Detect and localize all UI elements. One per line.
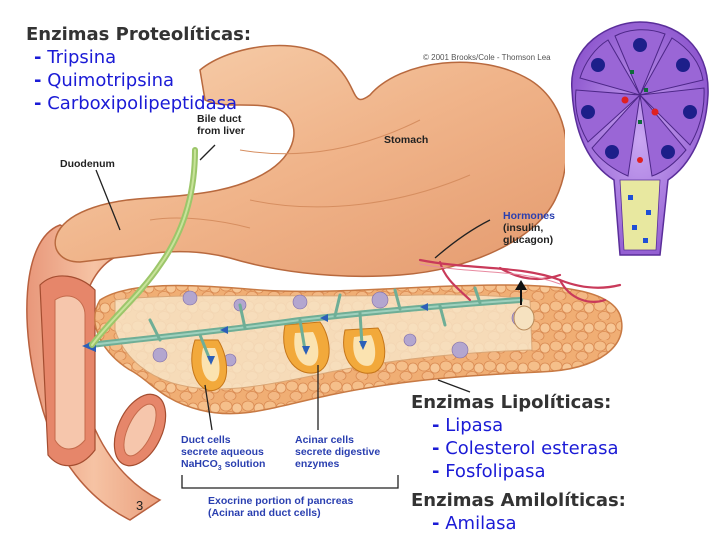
duodenum-label: Duodenum [60,158,115,170]
proteoliticas-item: - Quimotripsina [34,70,175,91]
exocrine-label: Exocrine portion of pancreas [208,495,354,507]
bile-duct-label: from liver [197,125,245,137]
hormones-label: Hormones [503,210,555,222]
lipoliticas-item: - Colesterol esterasa [432,438,619,459]
duct-cells-label: secrete aqueous [181,446,264,458]
leader-lines [95,144,491,489]
copyright-label: © 2001 Brooks/Cole - Thomson Lea [423,53,551,62]
proteoliticas-heading: Enzimas Proteolíticas: [26,24,252,45]
acinar-cells-label: enzymes [295,458,340,470]
acinar-cells-label: Acinar cells [295,434,354,446]
lipoliticas-heading: Enzimas Lipolíticas: [411,392,612,413]
acinar-cells-label: secrete digestive [295,446,381,458]
exocrine-label: (Acinar and duct cells) [208,507,321,519]
amiloliticas-heading: Enzimas Amilolíticas: [411,490,626,511]
stomach-label: Stomach [384,134,429,146]
page-number: 3 [136,498,144,513]
proteoliticas-item: - Carboxipolipeptidasa [34,93,238,114]
bile-duct-label: Bile duct [197,113,242,125]
proteoliticas-item: - Tripsina [34,47,117,68]
duct-cells-label: NaHCO3 solution [181,458,266,473]
lipoliticas-item: - Fosfolipasa [432,461,546,482]
lipoliticas-item: - Lipasa [432,415,504,436]
duodenum-drawing [26,224,167,521]
duct-cells-label: Duct cells [181,434,231,446]
hormones-label: glucagon) [503,234,554,246]
pancreas-drawing [82,147,623,415]
acinus-inset-drawing [565,15,710,260]
amiloliticas-item: - Amilasa [432,513,517,534]
hormones-label: (insulin, [503,222,544,234]
